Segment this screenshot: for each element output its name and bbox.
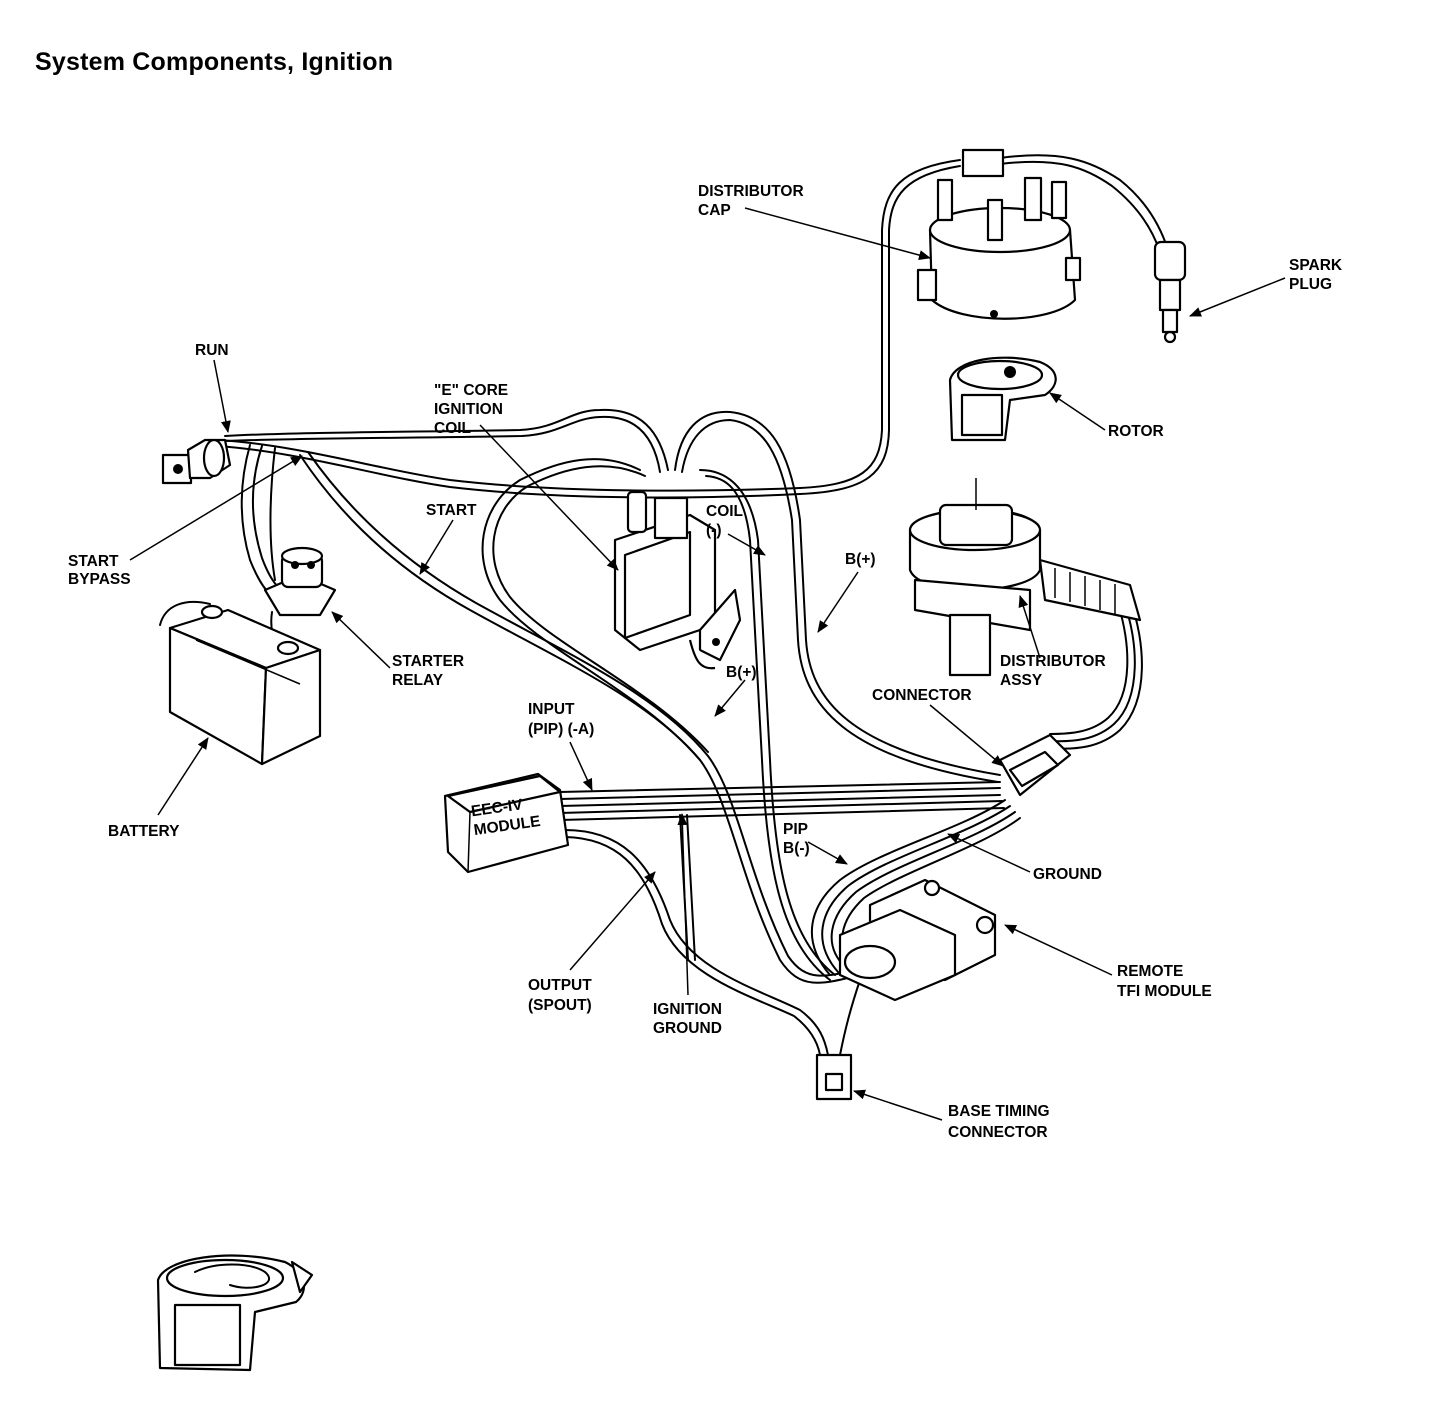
- label-remote-tfi-module: REMOTE TFI MODULE: [1117, 963, 1212, 1000]
- distributor-assy-icon: [908, 478, 1142, 677]
- label-distributor-assy: DISTRIBUTOR ASSY: [1000, 653, 1110, 689]
- label-rotor: ROTOR: [1108, 423, 1164, 440]
- rotor-detail-icon: [156, 1254, 314, 1372]
- label-b-plus-right: B(+): [845, 551, 876, 568]
- harness-connector-icon: [998, 733, 1072, 797]
- label-starter-relay: STARTER RELAY: [392, 653, 468, 689]
- label-pip-b-negative: PIP B(-): [783, 821, 812, 857]
- label-base-timing-connector: BASE TIMING CONNECTOR: [948, 1103, 1054, 1141]
- base-timing-connector-icon: [815, 1053, 853, 1101]
- label-b-plus-center: B(+): [726, 664, 757, 681]
- label-battery: BATTERY: [108, 823, 180, 840]
- label-coil-negative: COIL (-): [706, 503, 747, 539]
- remote-tfi-module-icon: [838, 878, 997, 1002]
- label-start-bypass: START BYPASS: [68, 553, 131, 588]
- spark-plug-icon: [1153, 240, 1187, 344]
- eec-iv-module-icon: [443, 772, 570, 874]
- label-e-core-ignition-coil: "E" CORE IGNITION COIL: [434, 382, 512, 437]
- label-start: START: [426, 502, 477, 519]
- label-run: RUN: [195, 342, 229, 359]
- leader-arrows: [129, 207, 1286, 1121]
- label-output-spout: OUTPUT (SPOUT): [528, 977, 596, 1014]
- label-distributor-cap: DISTRIBUTOR CAP: [698, 183, 808, 219]
- label-connector: CONNECTOR: [872, 687, 972, 704]
- e-core-ignition-coil-icon: [613, 490, 742, 670]
- distributor-cap-icon: [916, 148, 1082, 320]
- label-input-pip: INPUT (PIP) (-A): [528, 701, 594, 738]
- rotor-icon: [948, 356, 1057, 442]
- starter-relay-icon: [263, 546, 337, 617]
- label-ignition-ground: IGNITION GROUND: [653, 1001, 726, 1037]
- wiring-harness: [217, 154, 1169, 1056]
- page-title: System Components, Ignition: [35, 48, 394, 76]
- component-labels: DISTRIBUTOR CAP SPARK PLUG ROTOR RUN "E"…: [68, 183, 1346, 1141]
- label-spark-plug: SPARK PLUG: [1289, 257, 1346, 293]
- ignition-switch-icon: [161, 438, 232, 485]
- battery-icon: [159, 600, 322, 766]
- label-ground: GROUND: [1033, 866, 1102, 883]
